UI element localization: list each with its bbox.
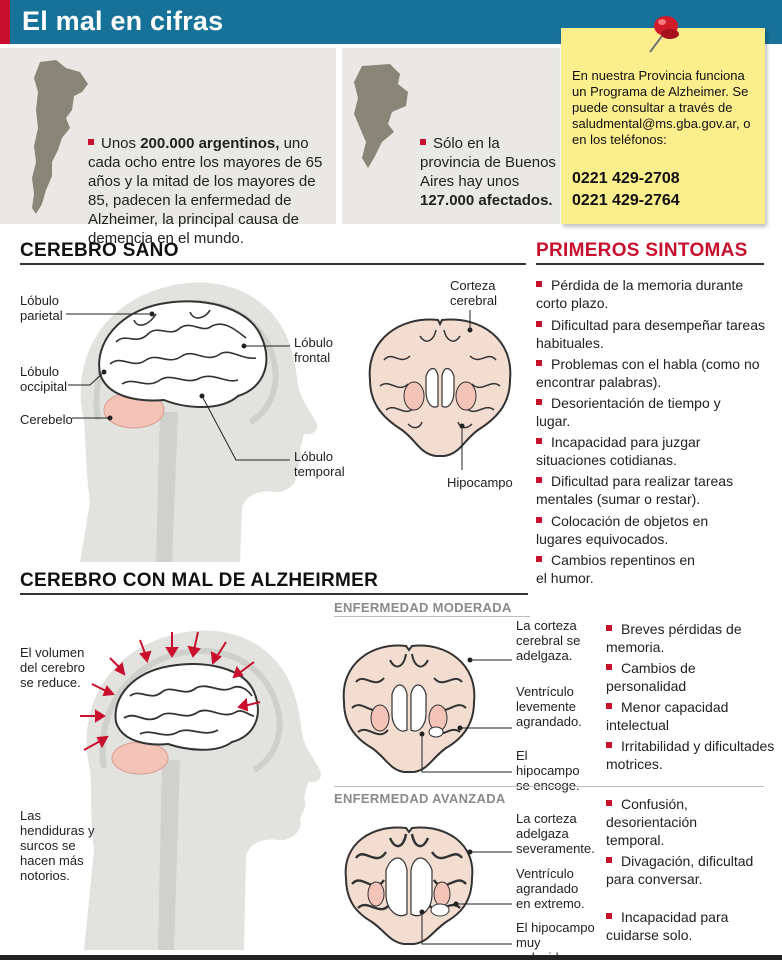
list-item: Confusión, desorientación temporal.	[606, 796, 698, 848]
label-frontal: Lóbulo frontal	[294, 335, 334, 365]
list-item: Incapacidad para cuidarse solo.	[606, 909, 729, 943]
healthy-brain-title: CEREBRO SANO	[20, 240, 179, 261]
list-item: Cambios repentinos en el humor.	[536, 552, 695, 586]
section-divider	[20, 593, 528, 595]
label-volumen: El volumen del cerebro se reduce.	[20, 645, 86, 690]
symptoms-title: PRIMEROS SINTOMAS	[536, 240, 748, 261]
buenos-aires-map-icon	[354, 64, 408, 168]
healthy-coronal-section	[368, 318, 512, 457]
list-item: Breves pérdidas de memoria.	[606, 621, 742, 655]
alzheimer-head-illustration	[84, 630, 322, 950]
list-item: Menor capacidad intelectual	[606, 699, 729, 733]
header-accent-bar	[0, 0, 10, 44]
advanced-label-ventriculo: Ventrículo agrandado en extremo.	[516, 866, 585, 911]
stat-national-text: Unos 200.000 argentinos, uno cada ocho e…	[88, 135, 323, 247]
moderate-divider	[334, 616, 530, 617]
advanced-top-divider	[334, 786, 764, 787]
list-item: Dificultad para desempeñar tareas habitu…	[536, 317, 766, 351]
footer-bar	[0, 955, 782, 960]
contact-note: En nuestra Provincia funciona un Program…	[561, 28, 765, 224]
phone-number-2: 0221 429-2764	[572, 192, 680, 209]
argentina-map-icon	[32, 60, 88, 214]
healthy-head-illustration	[80, 282, 318, 562]
stat-province-text: Sólo en la provincia de Buenos Aires hay…	[420, 135, 556, 209]
moderate-title: ENFERMEDAD MODERADA	[334, 600, 512, 615]
label-occipital: Lóbulo occipital	[20, 364, 67, 394]
advanced-label-hipocampo: El hipocampo muy reducido.	[516, 920, 595, 960]
phone-number-1: 0221 429-2708	[572, 170, 680, 187]
moderate-label-hipocampo: El hipocampo se encoge.	[516, 748, 580, 793]
moderate-label-corteza: La corteza cerebral se adelgaza.	[516, 618, 581, 663]
list-item: Divagación, dificultad para conversar.	[606, 853, 754, 887]
alzheimer-brain-title: CEREBRO CON MAL DE ALZHEIRMER	[20, 570, 379, 591]
stat-panel-national: Unos 200.000 argentinos, uno cada ocho e…	[0, 48, 336, 247]
contact-note-text: En nuestra Provincia funciona un Program…	[572, 68, 751, 147]
list-item: Dificultad para realizar tareas mentales…	[536, 473, 734, 507]
list-item: Incapacidad para juzgar situaciones coti…	[536, 434, 701, 468]
list-item: Desorientación de tiempo y lugar.	[536, 395, 721, 429]
section-divider	[20, 263, 526, 265]
moderate-label-ventriculo: Ventrículo levemente agrandado.	[516, 684, 582, 729]
list-item: Pérdida de la memoria durante corto plaz…	[536, 277, 744, 311]
label-corteza: Corteza cerebral	[450, 278, 497, 308]
pushpin-icon	[649, 16, 679, 53]
bullet-icon	[420, 139, 426, 146]
advanced-label-corteza: La corteza adelgaza severamente.	[516, 811, 595, 856]
label-cerebelo: Cerebelo	[20, 412, 73, 427]
advanced-coronal-section	[344, 826, 474, 945]
page-title: El mal en cifras	[22, 6, 224, 36]
moderate-coronal-section	[342, 644, 476, 773]
stat-panel-province: Sólo en la provincia de Buenos Aires hay…	[342, 48, 560, 224]
symptoms-divider	[536, 263, 764, 265]
advanced-title: ENFERMEDAD AVANZADA	[334, 791, 506, 806]
label-hendiduras: Las hendiduras y surcos se hacen más not…	[20, 808, 95, 883]
header-banner: El mal en cifras	[0, 0, 782, 44]
bullet-icon	[88, 139, 94, 146]
label-hipocampo: Hipocampo	[447, 475, 513, 490]
list-item: Cambios de personalidad	[606, 660, 696, 694]
list-item: Irritabilidad y dificultades motrices.	[606, 738, 775, 772]
list-item: Problemas con el habla (como no encontra…	[536, 356, 760, 390]
label-temporal: Lóbulo temporal	[294, 449, 345, 479]
list-item: Colocación de objetos en lugares equivoc…	[536, 513, 709, 547]
label-parietal: Lóbulo parietal	[20, 293, 63, 323]
